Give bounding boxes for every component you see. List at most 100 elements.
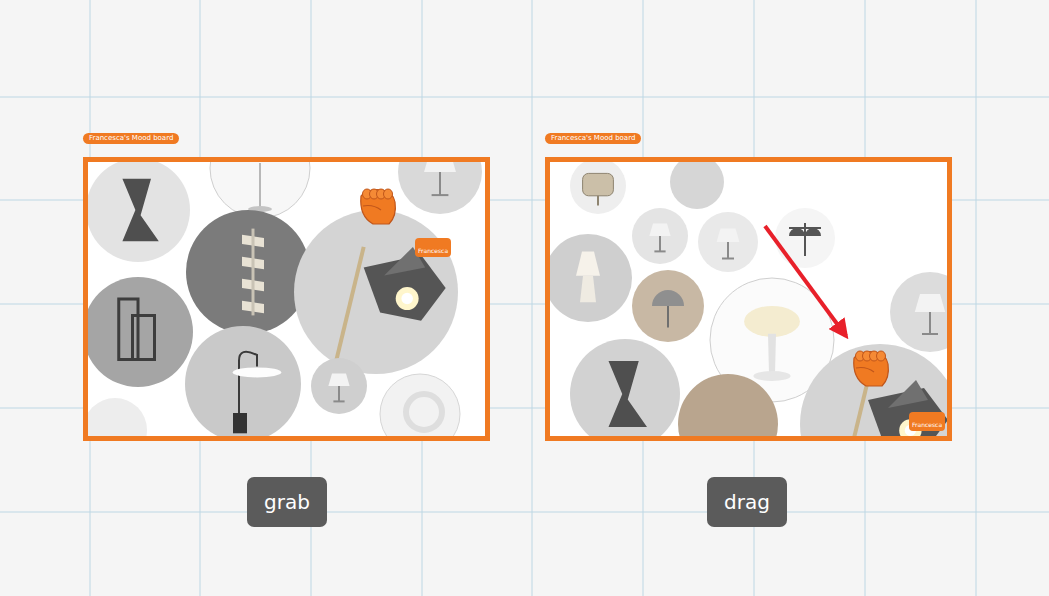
lamp-sketch <box>576 252 600 303</box>
lamp-sketch <box>424 159 456 195</box>
action-label: grab <box>247 477 327 527</box>
lamp-part <box>652 290 684 306</box>
lamp-photo <box>890 272 950 352</box>
grid-line <box>532 0 533 596</box>
lamp-photo <box>210 159 310 218</box>
grab-hand-icon <box>361 189 396 224</box>
lamp-sketch <box>652 290 684 328</box>
lamp-photo <box>670 159 724 209</box>
lamp-part <box>333 400 344 402</box>
lamp-photo <box>570 339 680 439</box>
lamp-photo <box>85 277 193 387</box>
lamp-photo <box>698 212 758 272</box>
lamp-photo <box>185 326 301 439</box>
lamp-part <box>597 196 599 206</box>
lamp-part <box>439 172 441 195</box>
lamp-sketch <box>717 229 740 259</box>
image-circle <box>380 374 460 439</box>
lamp-photo <box>85 398 147 439</box>
user-name: Francesca <box>912 421 942 429</box>
lamp-part <box>649 223 670 236</box>
lamp-sketch <box>335 247 446 366</box>
lamp-sketch <box>840 380 948 439</box>
mood-board-frame: Francesca's Mood boardFrancesca <box>83 157 490 441</box>
user-tag: Francesca <box>909 412 945 431</box>
lamp-part <box>122 179 158 241</box>
lamp-sketch <box>744 306 800 381</box>
lamp-part <box>583 173 614 195</box>
hand-palm <box>361 190 396 224</box>
action-label: drag <box>707 477 787 527</box>
lamp-part <box>659 236 661 251</box>
image-circle <box>398 159 482 214</box>
image-circle <box>311 358 367 414</box>
lamp-part <box>753 371 790 381</box>
lamp-part <box>717 229 740 243</box>
lamp-photo <box>380 374 460 439</box>
lamp-part <box>335 247 364 366</box>
lamp-part <box>233 367 282 377</box>
board-title: Francesca's Mood board <box>83 133 179 144</box>
image-circle <box>185 326 301 439</box>
lamp-part <box>722 258 734 260</box>
image-circle <box>85 277 193 387</box>
lamp-part <box>667 306 669 328</box>
lamp-part <box>401 293 412 304</box>
lamp-part <box>840 380 868 439</box>
image-circle <box>678 374 778 439</box>
lamp-photo <box>86 159 190 262</box>
lamp-part <box>888 380 928 408</box>
hand-palm <box>854 352 889 386</box>
image-circle <box>890 272 950 352</box>
image-circle <box>85 398 147 439</box>
mood-board-frame: Francesca's Mood boardFrancesca <box>545 157 952 441</box>
image-circle <box>294 210 458 374</box>
lamp-sketch <box>119 299 155 360</box>
lamp-photo <box>294 210 458 374</box>
image-circle <box>800 344 950 439</box>
image-circle <box>698 212 758 272</box>
lamp-part <box>727 242 729 259</box>
lamp-sketch <box>248 163 272 212</box>
lamp-part <box>609 361 648 427</box>
hand-thumb <box>363 206 381 211</box>
lamp-photo <box>311 358 367 414</box>
action-text: grab <box>264 490 310 514</box>
image-circle <box>86 159 190 262</box>
lamp-sketch <box>328 373 349 401</box>
lamp-part <box>233 413 247 433</box>
user-name: Francesca <box>418 247 448 255</box>
lamp-part <box>580 276 596 302</box>
mood-board-images <box>547 159 950 439</box>
lamp-sketch <box>789 223 821 256</box>
hand-knuckle <box>877 351 886 361</box>
drag-arrow <box>765 226 846 336</box>
lamp-photo <box>678 374 778 439</box>
lamp-sketch <box>242 229 264 316</box>
image-circle <box>632 208 688 264</box>
image-circle <box>570 339 680 439</box>
grid-line <box>0 512 1049 513</box>
image-circle <box>670 159 724 209</box>
lamp-sketch <box>915 294 945 334</box>
lamp-part <box>922 333 938 335</box>
lamp-sketch <box>122 179 158 241</box>
lamp-part <box>915 294 945 312</box>
lamp-part <box>259 163 261 208</box>
image-circle <box>186 210 310 334</box>
lamp-photo <box>570 159 626 214</box>
lamp-part <box>789 228 821 236</box>
lamp-photo <box>398 159 482 214</box>
lamp-sketch <box>583 173 614 205</box>
lamp-photo <box>632 208 688 264</box>
lamp-photo <box>186 210 310 334</box>
image-circle <box>547 234 632 322</box>
hand-knuckle <box>384 189 393 199</box>
lamp-part <box>432 194 449 196</box>
grab-hand-icon <box>854 351 889 386</box>
image-circle <box>775 208 835 268</box>
lamp-photo <box>775 208 835 268</box>
user-tag: Francesca <box>415 238 451 257</box>
image-circle <box>632 270 704 342</box>
